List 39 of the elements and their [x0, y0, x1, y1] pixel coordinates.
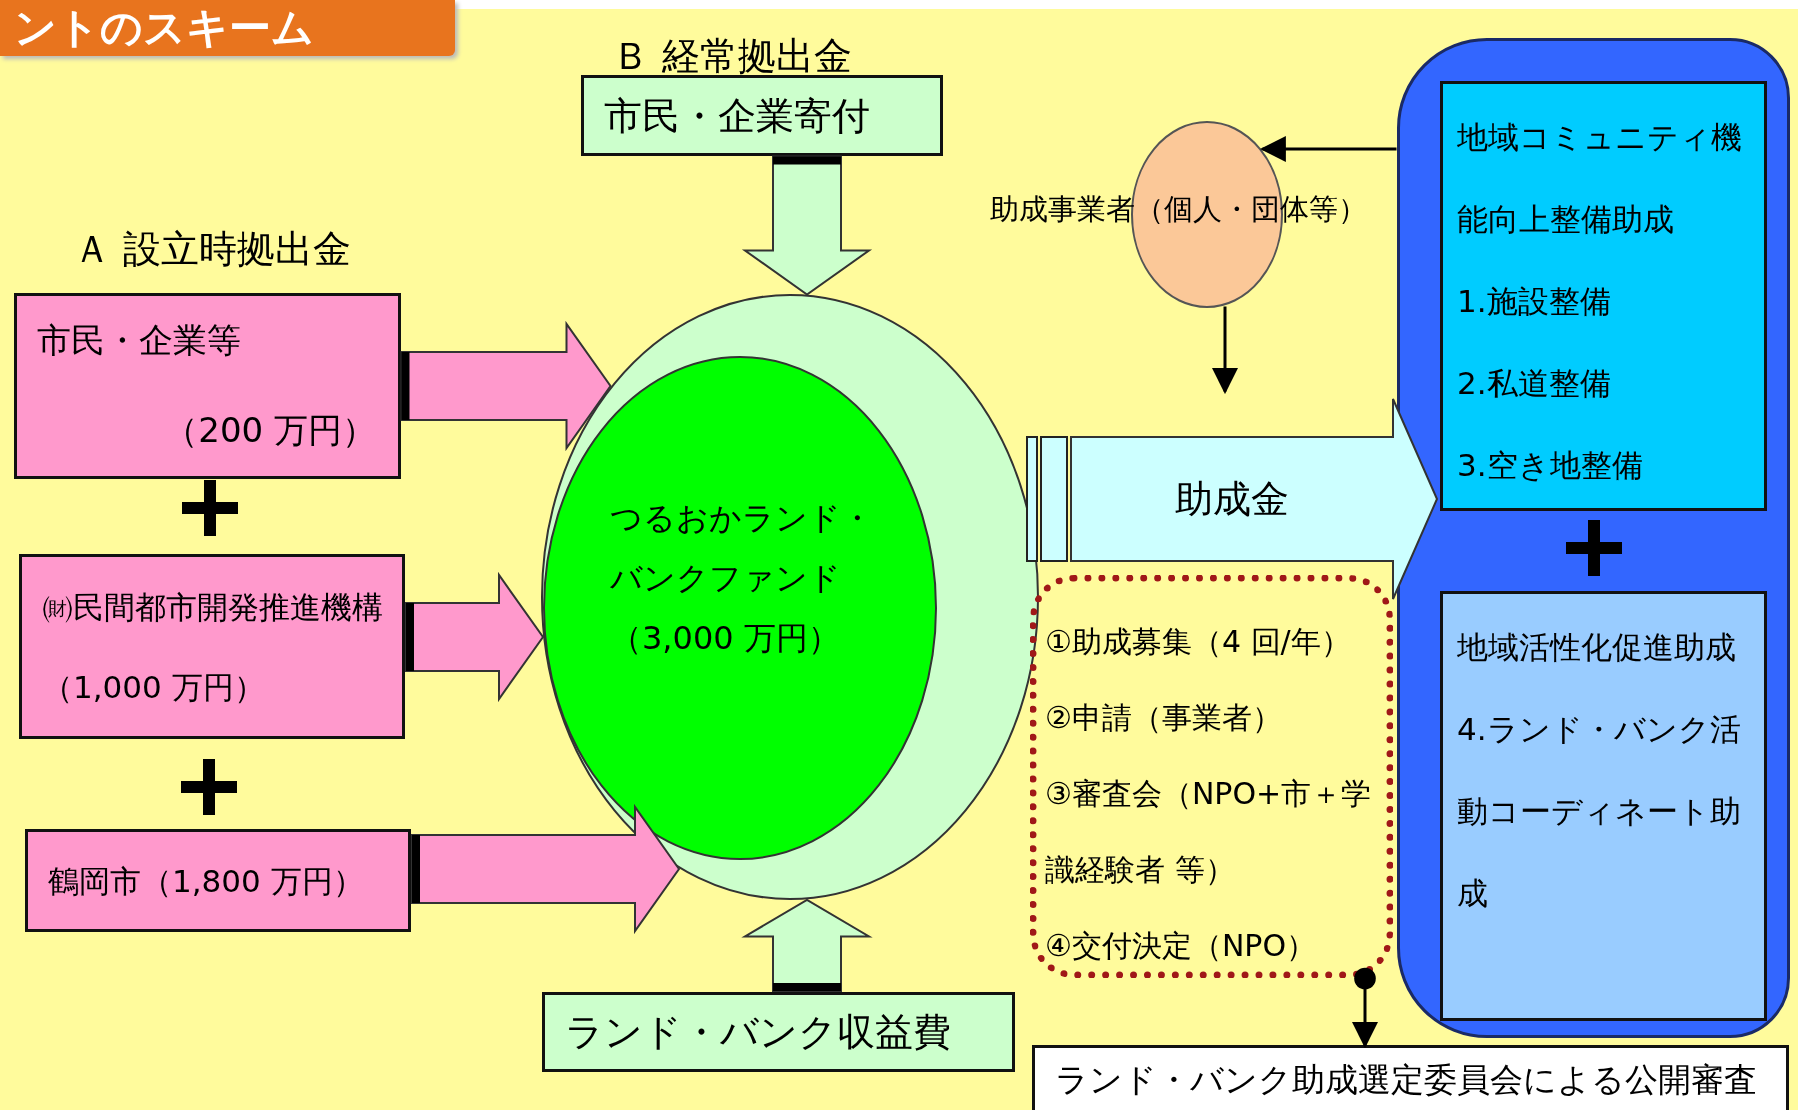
arrow [1352, 967, 1378, 1049]
box-text: ㈶民間都市開発推進機構（1,000 万円） [42, 588, 384, 707]
grant-text: 2.私道整備 [1457, 364, 1612, 403]
block-arrow [741, 155, 873, 296]
source-box [542, 992, 1015, 1072]
box-text: 市民・企業寄付 [604, 92, 871, 139]
section-heading: Ｂ 経常拠出金 [612, 33, 853, 80]
step-text: ③審査会（NPO+市＋学識経験者 等） [1045, 775, 1373, 889]
review-box [1032, 1045, 1789, 1110]
grant-panel [1397, 38, 1790, 1038]
grant-text: 4.ランド・バンク活動コーディネート助成 [1457, 710, 1742, 913]
block-arrow [741, 898, 873, 992]
step-text: ①助成募集（4 回/年） [1045, 623, 1352, 661]
grant-text: 地域活性化促進助成 [1457, 628, 1737, 667]
block-arrow [400, 320, 612, 452]
block-arrow [405, 571, 545, 703]
arrow [1212, 306, 1238, 395]
fund-text: つるおかランド・バンクファンド（3,000 万円） [610, 498, 874, 659]
donor-box [25, 829, 411, 932]
grant-text: 地域コミュニティ機能向上整備助成 [1457, 118, 1743, 239]
box-text: 市民・企業等 [37, 319, 241, 362]
grant-box [1440, 591, 1767, 1021]
grant-box [1440, 81, 1767, 511]
box-text: 鶴岡市（1,800 万円） [48, 862, 365, 901]
block-arrow [1026, 398, 1439, 600]
block-arrow [411, 803, 681, 935]
source-box [581, 75, 943, 156]
fund-circle [540, 293, 1040, 901]
grant-text: 1.施設整備 [1457, 282, 1612, 321]
box-text: （200 万円） [164, 409, 376, 452]
arrow [1259, 136, 1397, 162]
section-heading: Ａ 設立時拠出金 [73, 226, 352, 273]
box-text: ランド・バンク収益費 [565, 1008, 952, 1056]
step-text: ④交付決定（NPO） [1045, 927, 1318, 965]
step-text: ②申請（事業者） [1045, 699, 1283, 737]
grant-text: 3.空き地整備 [1457, 446, 1644, 485]
donor-box [19, 554, 405, 739]
title-banner: ントのスキーム [0, 0, 455, 56]
box-text: ランド・バンク助成選定委員会による公開審査 [1055, 1058, 1758, 1101]
